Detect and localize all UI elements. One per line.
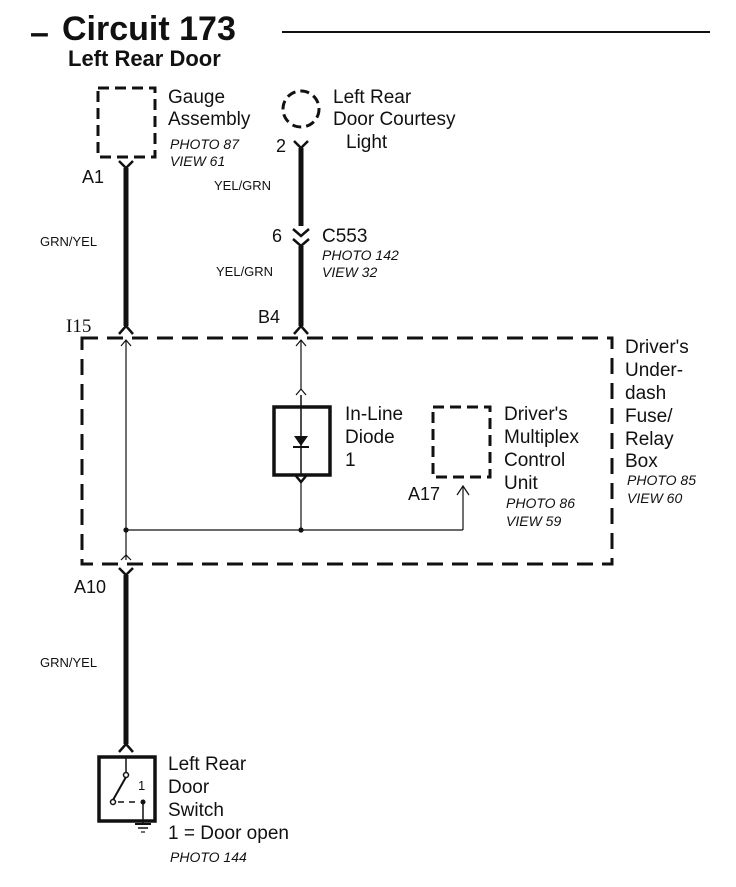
diode-name-1: In-Line	[345, 404, 403, 425]
header: – Circuit 173 Left Rear Door	[30, 10, 710, 71]
connector-c553-view: VIEW 32	[322, 264, 377, 280]
pin-6: 6	[272, 226, 282, 246]
switch-contact-arm	[112, 776, 127, 801]
door-switch: 1 Left Rear Door Switch 1 = Door open PH…	[97, 754, 289, 865]
door-switch-box	[97, 755, 157, 823]
multiplex-control-unit: Driver's Multiplex Control Unit PHOTO 86…	[408, 404, 579, 529]
diode-top-terminal	[295, 388, 307, 396]
fuse-box-name-6: Box	[625, 451, 658, 472]
switch-pivot	[122, 771, 130, 779]
gauge-assembly: Gauge Assembly PHOTO 87 VIEW 61 A1	[82, 86, 251, 187]
fuse-box-view: VIEW 60	[627, 490, 682, 506]
pin-a10: A10	[74, 577, 106, 597]
fuse-relay-box: I15 B4 Driver's Under- dash Fuse/ Relay …	[66, 307, 696, 566]
page-subtitle: Left Rear Door	[68, 46, 221, 71]
diode-name-3: 1	[345, 450, 356, 471]
courtesy-light-symbol	[281, 89, 321, 129]
a17-arrow	[456, 484, 470, 496]
mpcu-name-1: Driver's	[504, 404, 568, 425]
gauge-assembly-photo: PHOTO 87	[170, 136, 240, 152]
wire-upper-left: GRN/YEL	[40, 160, 134, 335]
connector-c553-photo: PHOTO 142	[322, 247, 399, 263]
switch-contact-label: 1	[138, 778, 145, 793]
connector-i15-symbol	[118, 324, 134, 335]
fuse-box-name-2: Under-	[625, 360, 683, 381]
door-switch-photo: PHOTO 144	[170, 849, 247, 865]
courtesy-light-name-1: Left Rear	[333, 87, 412, 108]
door-switch-legend: 1 = Door open	[168, 823, 289, 844]
title-dash: –	[30, 14, 49, 52]
wire-label-upper-right-b: YEL/GRN	[216, 264, 273, 279]
gauge-assembly-name-2: Assembly	[168, 109, 251, 130]
switch-contact-open	[109, 798, 117, 806]
in-line-diode: In-Line Diode 1	[272, 395, 403, 484]
diode-icon	[294, 436, 308, 446]
wire-lower-left: A10 GRN/YEL	[40, 567, 134, 753]
courtesy-light-name-2: Door Courtesy	[333, 109, 456, 130]
mpcu-box	[431, 405, 492, 479]
diode-box	[272, 405, 332, 477]
a10-inner-terminal	[120, 554, 132, 561]
diode-name-2: Diode	[345, 427, 395, 448]
connector-c553-name: C553	[322, 226, 367, 247]
connector-switch-symbol	[118, 742, 134, 753]
mpcu-name-3: Control	[504, 450, 565, 471]
pin-b4: B4	[258, 307, 280, 327]
wire-upper-right: YEL/GRN YEL/GRN 6 C553 PHOTO 142 VIEW 32	[214, 140, 399, 335]
wire-label-upper-left: GRN/YEL	[40, 234, 97, 249]
door-switch-name-1: Left Rear	[168, 754, 247, 775]
splice-left	[123, 527, 129, 533]
splice-center	[298, 527, 304, 533]
fuse-box-photo: PHOTO 85	[627, 472, 696, 488]
pin-2: 2	[276, 136, 286, 156]
mpcu-name-2: Multiplex	[504, 427, 579, 448]
connector-b4-symbol	[293, 324, 309, 335]
fuse-relay-box-outline	[80, 336, 614, 566]
door-switch-name-2: Door	[168, 777, 210, 798]
fuse-box-name-4: Fuse/	[625, 406, 673, 427]
connector-a10-symbol	[118, 567, 134, 577]
gauge-assembly-name-1: Gauge	[168, 87, 225, 108]
wire-label-upper-right-a: YEL/GRN	[214, 178, 271, 193]
fuse-box-internal-wiring	[120, 339, 470, 561]
mpcu-name-4: Unit	[504, 473, 539, 494]
diode-bottom-terminal	[295, 475, 307, 484]
fuse-box-name-3: dash	[625, 383, 666, 404]
fuse-box-name-1: Driver's	[625, 337, 689, 358]
pin-a17: A17	[408, 484, 440, 504]
courtesy-light: Left Rear Door Courtesy Light 2	[276, 87, 456, 156]
gauge-assembly-view: VIEW 61	[170, 153, 225, 169]
connector-c553-male	[292, 238, 310, 248]
door-switch-name-3: Switch	[168, 800, 224, 821]
fuse-box-name-5: Relay	[625, 429, 674, 450]
pin-i15: I15	[66, 316, 91, 337]
mpcu-view: VIEW 59	[506, 513, 561, 529]
connector-c553-female	[292, 228, 310, 238]
mpcu-photo: PHOTO 86	[506, 495, 575, 511]
pin-a1: A1	[82, 167, 104, 187]
wire-label-lower-left: GRN/YEL	[40, 655, 97, 670]
connector-a1-symbol	[118, 160, 134, 170]
page-title: Circuit 173	[62, 10, 236, 48]
connector-2-symbol	[293, 140, 309, 150]
courtesy-light-name-3: Light	[346, 132, 388, 153]
gauge-assembly-box	[96, 86, 157, 159]
